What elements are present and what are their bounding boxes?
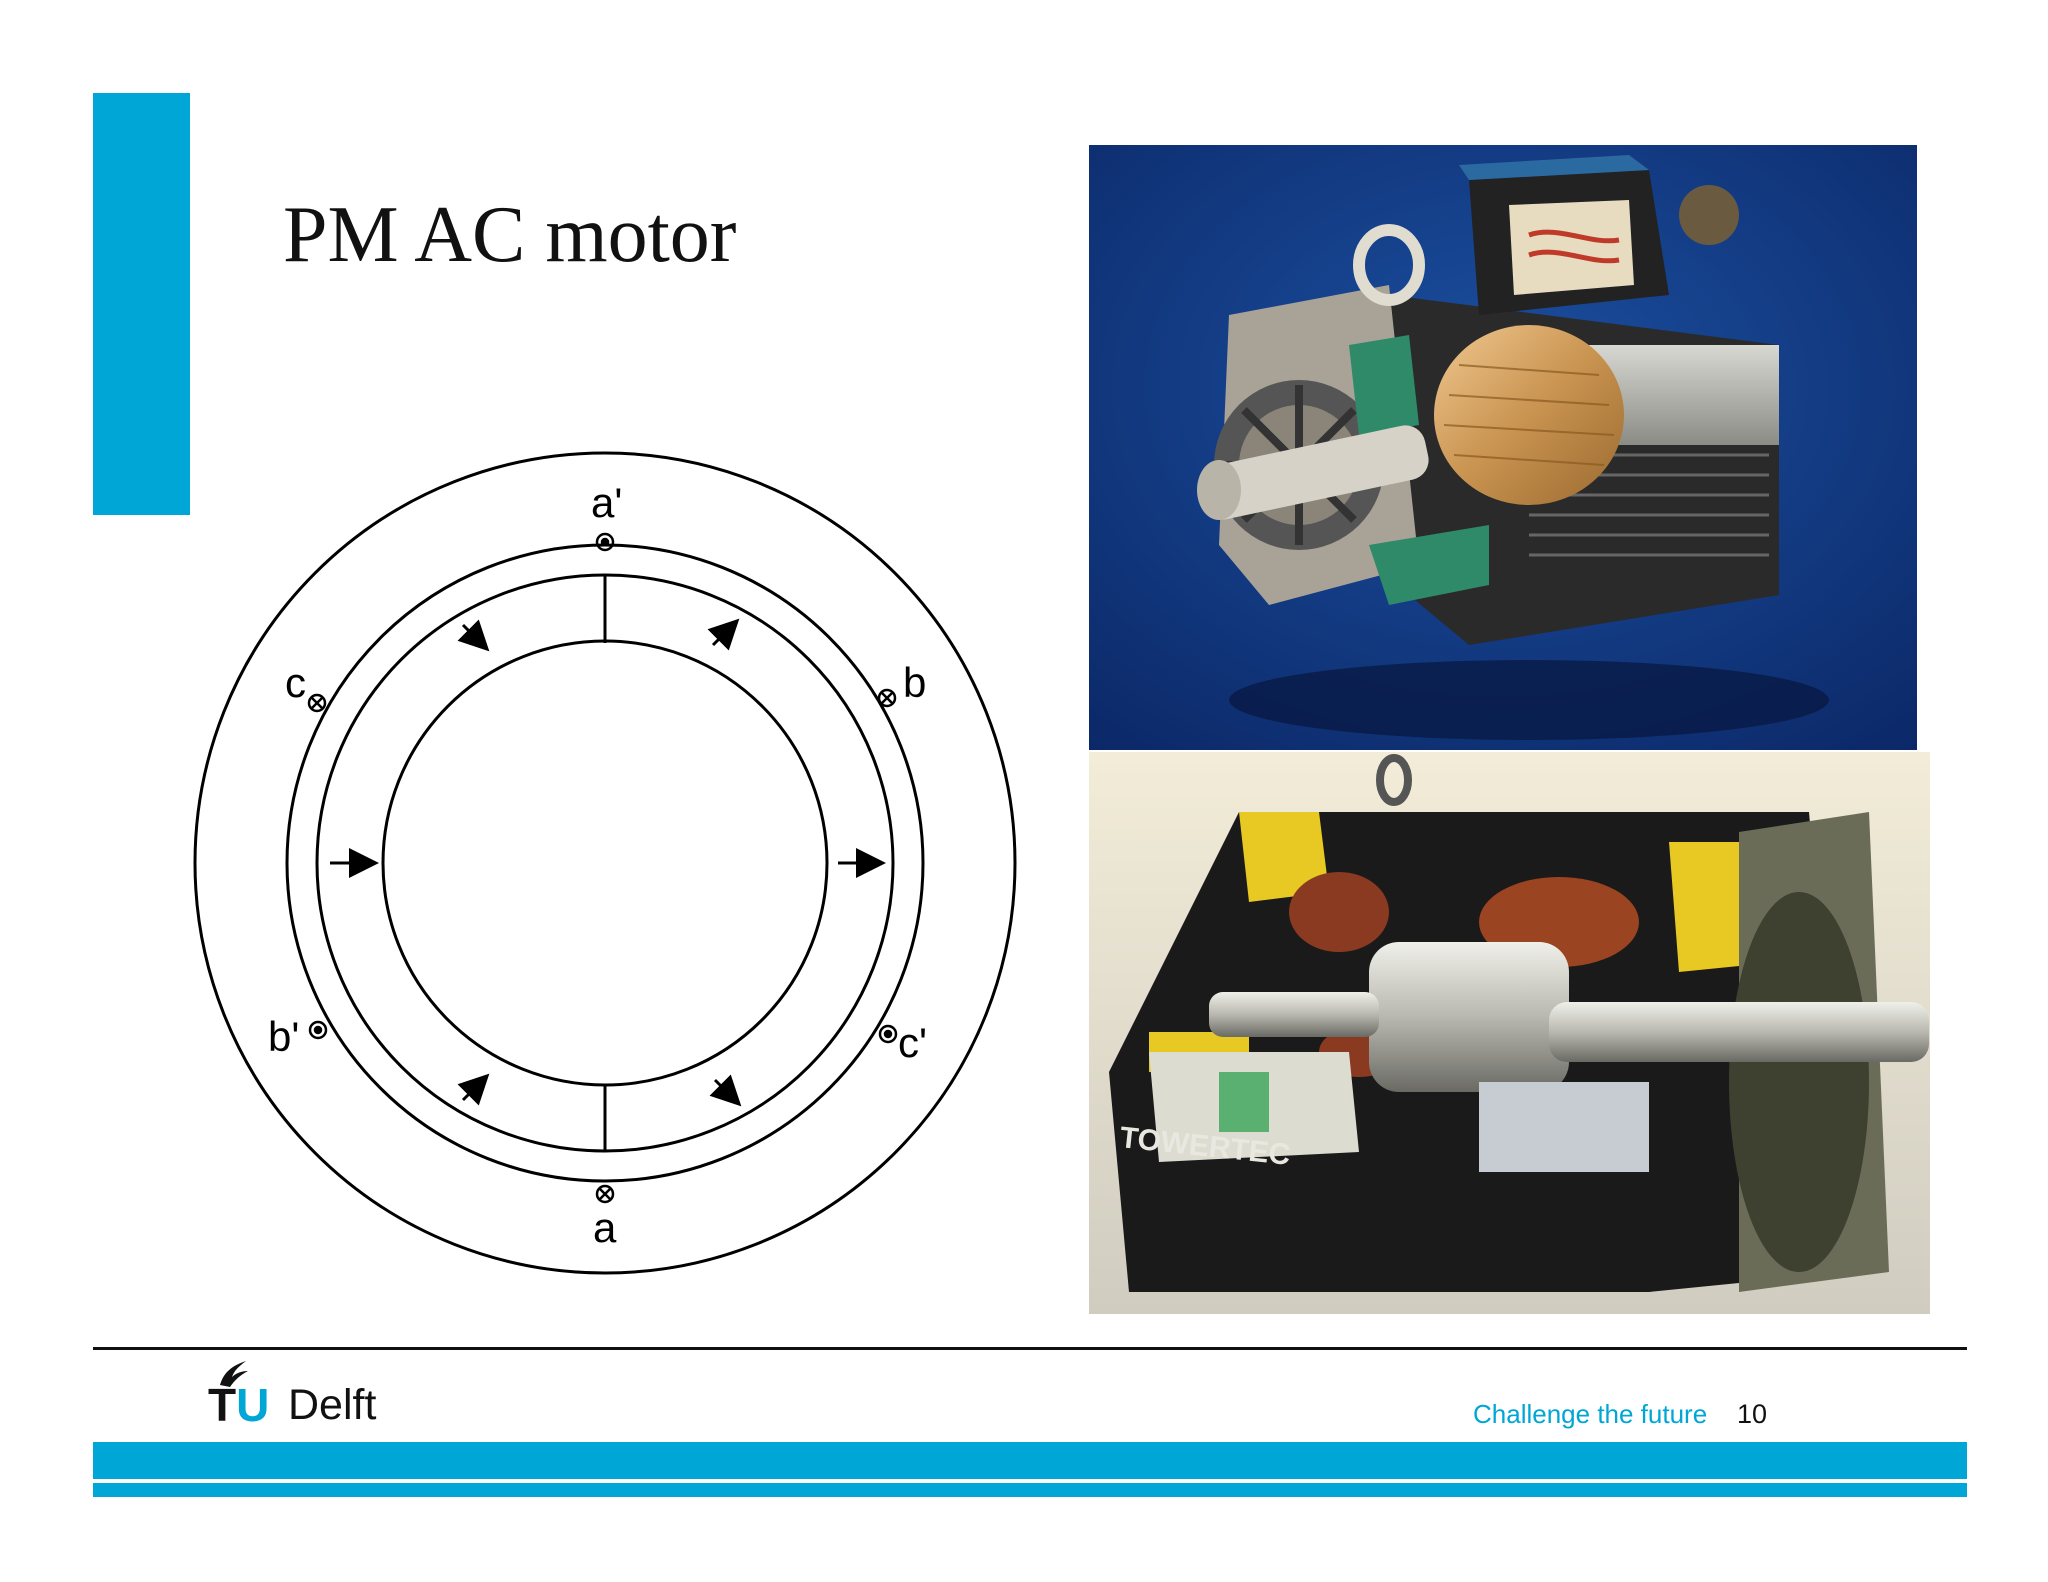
accent-bar	[93, 93, 190, 515]
rotor-outer-circle	[315, 573, 895, 1153]
magnet-arrow-bottom-right	[709, 1074, 742, 1107]
conductor-a-prime-dot	[595, 532, 615, 552]
footer-band-top	[93, 1442, 1967, 1479]
stator-outer-circle	[193, 451, 1017, 1275]
footer-rule	[93, 1347, 1967, 1350]
motor-cross-section-diagram: a' b c b' c' a	[193, 451, 1017, 1275]
rotor-inner-circle	[381, 639, 829, 1087]
page-number: 10	[1737, 1399, 1768, 1429]
label-c-prime: c'	[898, 1019, 927, 1066]
magnet-arrow-top-right	[707, 618, 740, 651]
label-c: c	[285, 659, 306, 706]
logo-delft: Delft	[288, 1381, 377, 1429]
label-a: a	[593, 1204, 617, 1251]
motor-cutaway-photo-top	[1089, 145, 1917, 750]
label-b: b	[903, 659, 926, 706]
logo-u: U	[236, 1379, 270, 1431]
tu-delft-logo: TU Delft	[208, 1355, 408, 1435]
flame-icon	[220, 1361, 248, 1387]
motor-cutaway-photo-bottom: TOWERTEC	[1089, 752, 1930, 1314]
magnet-arrow-top-left	[457, 619, 490, 652]
label-b-prime: b'	[268, 1013, 299, 1060]
conductor-b-cross	[877, 688, 897, 708]
page-title: PM AC motor	[283, 191, 737, 279]
conductor-b-prime-dot	[308, 1020, 328, 1040]
conductor-c-cross	[307, 693, 327, 713]
label-a-prime: a'	[591, 479, 622, 526]
magnet-arrow-bottom-left	[457, 1073, 490, 1106]
logo-t: T	[208, 1379, 237, 1431]
conductor-a-cross	[595, 1184, 615, 1204]
footer-band-bottom	[93, 1483, 1967, 1497]
conductor-c-prime-dot	[878, 1024, 898, 1044]
tagline: Challenge the future	[1473, 1399, 1708, 1429]
